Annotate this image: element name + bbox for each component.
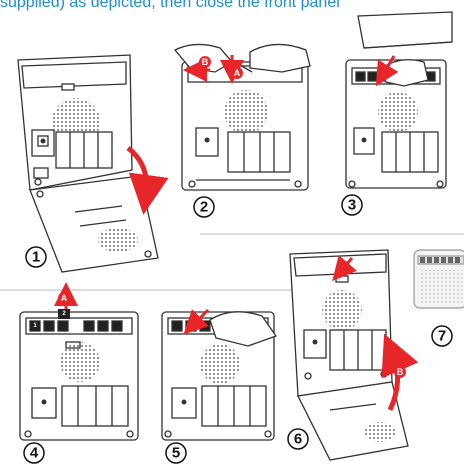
step-6-number: 6 [288,429,308,449]
svg-text:4: 4 [30,445,39,462]
svg-text:7: 7 [438,328,446,345]
step-1-number: 1 [26,247,46,267]
svg-text:A: A [234,68,241,78]
step-2-badge-b: B [199,56,211,68]
svg-text:5: 5 [172,445,180,462]
step-5-illustration [162,310,276,440]
svg-text:3: 3 [348,197,356,214]
svg-text:B: B [397,367,404,377]
step-7-illustration [414,250,464,308]
step-5-number: 5 [166,443,186,463]
svg-text:1: 1 [32,249,40,266]
step-7-number: 7 [432,326,452,346]
step-4-slot-2: 2 [58,309,70,319]
step-4-illustration [20,294,138,440]
step-3-number: 3 [342,195,362,215]
step-4-slot-1: 1 [30,321,40,331]
step-4-badge-a: A [58,292,70,304]
svg-text:B: B [202,57,209,67]
svg-text:2: 2 [200,199,208,216]
step-3-illustration [346,12,452,188]
step-2-number: 2 [194,197,214,217]
svg-text:6: 6 [294,431,302,448]
step-2-badge-a: A [231,67,243,79]
svg-text:A: A [61,293,68,303]
step-2-illustration [175,44,310,190]
step-4-number: 4 [24,443,44,463]
step-1-illustration [18,55,158,272]
step-6-badge-b: B [394,366,406,378]
step-6-illustration [290,250,408,460]
